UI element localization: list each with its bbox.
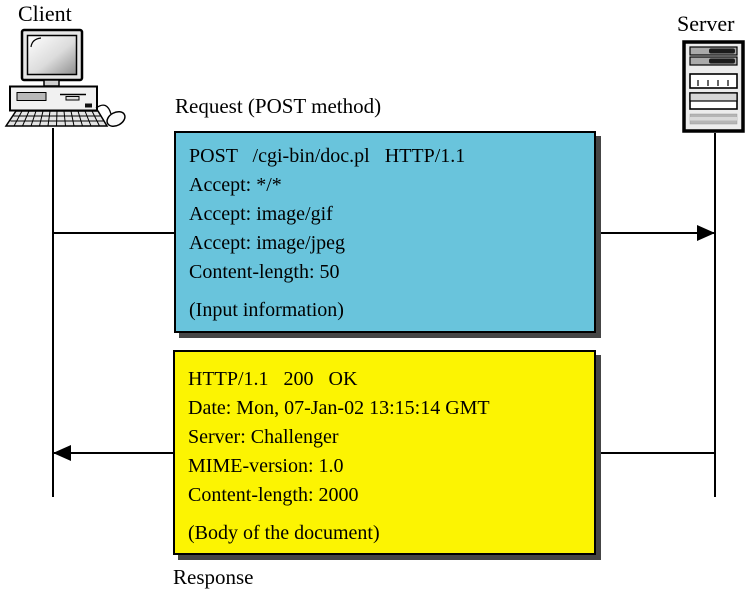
server-tower-icon: [682, 40, 745, 133]
request-line: Accept: image/gif: [189, 203, 333, 225]
request-line: Content-length: 50: [189, 261, 340, 283]
response-label: Response: [173, 565, 254, 589]
client-lifeline: [52, 128, 54, 497]
request-line: POST /cgi-bin/doc.pl HTTP/1.1: [189, 145, 466, 167]
mouse: [95, 104, 126, 128]
desktop-computer-icon: [4, 28, 126, 128]
response-note: (Body of the document): [188, 522, 380, 544]
keyboard: [4, 110, 109, 127]
response-line: HTTP/1.1 200 OK: [188, 368, 358, 390]
server-label: Server: [677, 11, 735, 36]
request-line: Accept: */*: [189, 174, 282, 196]
request-line: Accept: image/jpeg: [189, 232, 346, 254]
response-line: MIME-version: 1.0: [188, 455, 344, 477]
request-arrowhead-icon: [697, 225, 715, 241]
response-line: Date: Mon, 07-Jan-02 13:15:14 GMT: [188, 397, 490, 419]
system-unit: [9, 85, 98, 112]
request-message-box: POST /cgi-bin/doc.pl HTTP/1.1 Accept: */…: [174, 131, 596, 333]
response-message-box: HTTP/1.1 200 OK Date: Mon, 07-Jan-02 13:…: [173, 350, 596, 555]
server-lifeline: [714, 133, 716, 497]
response-arrowhead-icon: [53, 445, 71, 461]
request-label: Request (POST method): [175, 94, 382, 118]
tower-case: [682, 40, 745, 133]
monitor: [20, 28, 84, 87]
request-note: (Input information): [189, 299, 344, 321]
response-line: Server: Challenger: [188, 426, 339, 448]
response-line: Content-length: 2000: [188, 484, 359, 506]
client-label: Client: [18, 1, 72, 26]
